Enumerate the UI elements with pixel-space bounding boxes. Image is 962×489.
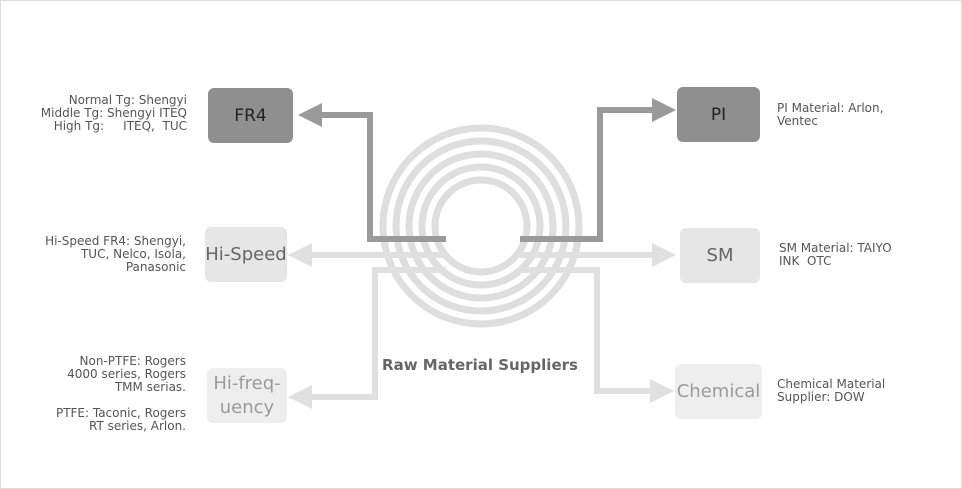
chemical-label: Chemical <box>676 380 761 402</box>
ring-1 <box>379 124 583 328</box>
hifreq-note: Non-PTFE: Rogers 4000 series, Rogers TMM… <box>55 354 186 433</box>
hifreq-label: Hi-freq- uency <box>213 372 281 418</box>
ring-5 <box>431 176 531 276</box>
chemical-box: Chemical <box>675 364 762 419</box>
center-title: Raw Material Suppliers <box>382 356 578 374</box>
fr4-note: Normal Tg: Shengyi Middle Tg: Shengyi IT… <box>40 93 187 133</box>
hispeed-box: Hi-Speed <box>205 227 287 282</box>
fr4-box: FR4 <box>208 88 293 143</box>
arrow-to-hifreq <box>288 267 446 409</box>
arrow-to-pi <box>520 98 676 242</box>
arrow-to-chemical <box>520 267 674 403</box>
fr4-label: FR4 <box>234 105 267 126</box>
pi-box: PI <box>677 87 760 142</box>
sm-label: SM <box>706 245 734 266</box>
sm-box: SM <box>680 228 760 283</box>
hispeed-note: Hi-Speed FR4: Shengyi, TUC, Nelco, Isola… <box>45 234 186 274</box>
arrow-to-fr4 <box>298 103 446 242</box>
concentric-rings <box>379 124 583 328</box>
chemical-note: Chemical Material Supplier: DOW <box>777 377 886 404</box>
hifreq-box: Hi-freq- uency <box>207 368 287 423</box>
pi-label: PI <box>710 104 727 125</box>
hispeed-label: Hi-Speed <box>205 244 287 265</box>
sm-note: SM Material: TAIYO INK OTC <box>779 241 892 268</box>
ring-4 <box>418 163 544 289</box>
light-connectors <box>288 243 676 409</box>
pi-note: PI Material: Arlon, Ventec <box>777 101 884 128</box>
ring-3 <box>405 150 557 302</box>
dark-connectors <box>298 98 676 242</box>
ring-2 <box>392 137 570 315</box>
